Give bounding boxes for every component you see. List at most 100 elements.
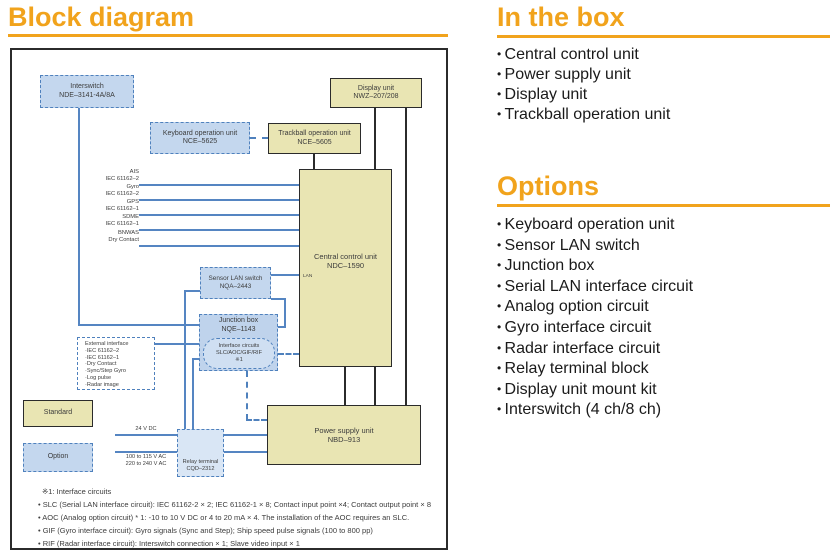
signal-line-gyro [139, 199, 299, 201]
external-interface-item: ·IEC 61162–1 [85, 354, 120, 361]
signal-name: AIS [129, 169, 139, 175]
legend-option-box: Option [23, 443, 93, 472]
ifc-power-line-h [193, 358, 204, 360]
in-the-box-item: Power supply unit [497, 65, 670, 85]
signal-label-ais: AIS IEC 61162–2 [49, 169, 139, 183]
junction-box-label: Junction box [218, 317, 259, 324]
legend-standard-label: Standard [43, 409, 73, 417]
display-unit-box: Display unit NWZ–207/208 [330, 78, 422, 108]
lan-line [271, 274, 299, 276]
external-interface-item: ·Dry Contact [85, 361, 117, 368]
options-item: Junction box [497, 256, 693, 277]
footnote-title: ※1: Interface circuits [42, 487, 112, 496]
junction-box-model: NQE–1143 [221, 325, 256, 333]
external-interface-line [155, 343, 204, 345]
signal-spec: IEC 61162–2 [105, 191, 139, 197]
display-unit-model: NWZ–207/208 [353, 93, 399, 100]
power-supply-unit-model: NBD–913 [327, 435, 361, 444]
ccu-psu-line-1 [344, 367, 346, 405]
lan-port-label: LAN [303, 274, 313, 279]
junction-lan-line-h2 [278, 326, 286, 328]
options-item: Serial LAN interface circuit [497, 277, 694, 298]
options-item: Analog option circuit [497, 297, 693, 318]
signal-line-ais [139, 184, 299, 186]
signal-label-sdme: SDME IEC 61162–1 [49, 214, 139, 228]
external-interface-box: External interface ·IEC 61162–2 ·IEC 611… [77, 337, 155, 390]
ac-power-label-1: 100 to 115 V AC [125, 454, 167, 460]
external-interface-item: ·IEC 61162–2 [85, 347, 120, 354]
relay-terminal-model: CQD–2312 [186, 466, 215, 473]
display-psu-line [405, 108, 407, 405]
footnote-rif: • RIF (Radar interface circuit): Intersw… [38, 539, 300, 548]
signal-name: BNWAS [117, 230, 139, 236]
sensor-lan-switch-box: Sensor LAN switch NQA–2443 [200, 267, 271, 299]
signal-spec: IEC 61162–1 [105, 206, 139, 212]
options-item: Interswitch (4 ch/8 ch) [497, 400, 693, 421]
central-control-unit-label: Central control unit [314, 252, 377, 261]
block-diagram-frame: Interswitch NDE–3141-4A/8A Display unit … [10, 48, 448, 550]
relay-terminal-label: Relay terminal [182, 459, 219, 466]
options-title-rule [497, 204, 830, 207]
signal-name: Gyro [126, 184, 139, 190]
signal-spec: Dry Contact [108, 237, 139, 243]
interswitch-box: Interswitch NDE–3141-4A/8A [40, 75, 134, 108]
signal-spec: IEC 61162–2 [105, 176, 139, 182]
keyboard-trackball-link [250, 137, 268, 139]
options-item: Radar interface circuit [497, 339, 693, 360]
junction-lan-line-h1 [271, 298, 286, 300]
power-supply-unit-box: Power supply unit NBD–913 [267, 405, 421, 465]
interswitch-model: NDE–3141-4A/8A [59, 91, 115, 99]
footnote-aoc: • AOC (Analog option circuit) * 1: -10 t… [38, 513, 410, 522]
block-diagram-title-rule [8, 34, 448, 37]
junction-box: Junction box NQE–1143 Interface circuits… [199, 314, 278, 371]
power-supply-unit-label: Power supply unit [314, 426, 374, 435]
signal-line-sdme [139, 229, 299, 231]
legend-standard-box: Standard [23, 400, 93, 427]
ifc-psu-link-h [246, 419, 267, 421]
interface-circuits-box: Interface circuits SLC/AOC/GIF/RIF ※1 [203, 338, 275, 369]
options-item: Gyro interface circuit [497, 318, 693, 339]
display-unit-label: Display unit [357, 84, 395, 92]
ccu-psu-line-2 [374, 367, 376, 405]
trackball-unit-model: NCE–5605 [297, 138, 332, 146]
ifc-ccu-link [278, 353, 299, 355]
ac-power-label-2: 220 to 240 V AC [125, 460, 167, 467]
trackball-ccu-line [313, 154, 315, 169]
in-the-box-title-rule [497, 35, 830, 38]
block-diagram-title: Block diagram [8, 2, 195, 32]
sensor-power-line-v [184, 290, 186, 436]
signal-line-gps [139, 214, 299, 216]
footnote-slc: • SLC (Serial LAN interface circuit): IE… [38, 500, 431, 509]
signal-label-gps: GPS IEC 61162–1 [49, 199, 139, 213]
in-the-box-item: Display unit [497, 85, 670, 105]
interswitch-drop-line [78, 108, 80, 325]
in-the-box-item: Trackball operation unit [497, 105, 671, 125]
sensor-power-line-h [185, 290, 200, 292]
external-interface-item: ·Radar image [85, 381, 119, 388]
interface-circuits-note-ref: ※1 [235, 356, 243, 363]
interswitch-label: Interswitch [70, 83, 104, 90]
central-control-unit-model: NDC–1590 [326, 261, 365, 270]
junction-lan-line-v [284, 298, 286, 328]
options-item: Sensor LAN switch [497, 236, 693, 257]
display-ccu-line [374, 108, 376, 169]
options-item: Display unit mount kit [497, 380, 693, 401]
signal-name: GPS [126, 199, 139, 205]
in-the-box-item: Central control unit [497, 45, 670, 65]
options-list: Keyboard operation unit Sensor LAN switc… [497, 215, 694, 421]
options-title: Options [497, 171, 599, 201]
ifc-psu-link-v [246, 371, 248, 420]
in-the-box-title: In the box [497, 2, 625, 32]
signal-name: SDME [122, 214, 139, 220]
legend-option-label: Option [47, 453, 69, 461]
interswitch-junction-line [78, 324, 199, 326]
external-interface-item: ·Sync/Step Gyro [85, 368, 127, 375]
footnote-gif: • GIF (Gyro interface circuit): Gyro sig… [38, 526, 373, 535]
interface-circuits-types: SLC/AOC/GIF/RIF [216, 350, 262, 357]
relay-terminal-box: Relay terminal CQD–2312 [177, 429, 224, 477]
signal-line-bnwas [139, 245, 299, 247]
signal-spec: IEC 61162–1 [105, 221, 139, 227]
external-interface-title: External interface [85, 341, 129, 347]
signal-label-bnwas: BNWAS Dry Contact [49, 230, 139, 244]
